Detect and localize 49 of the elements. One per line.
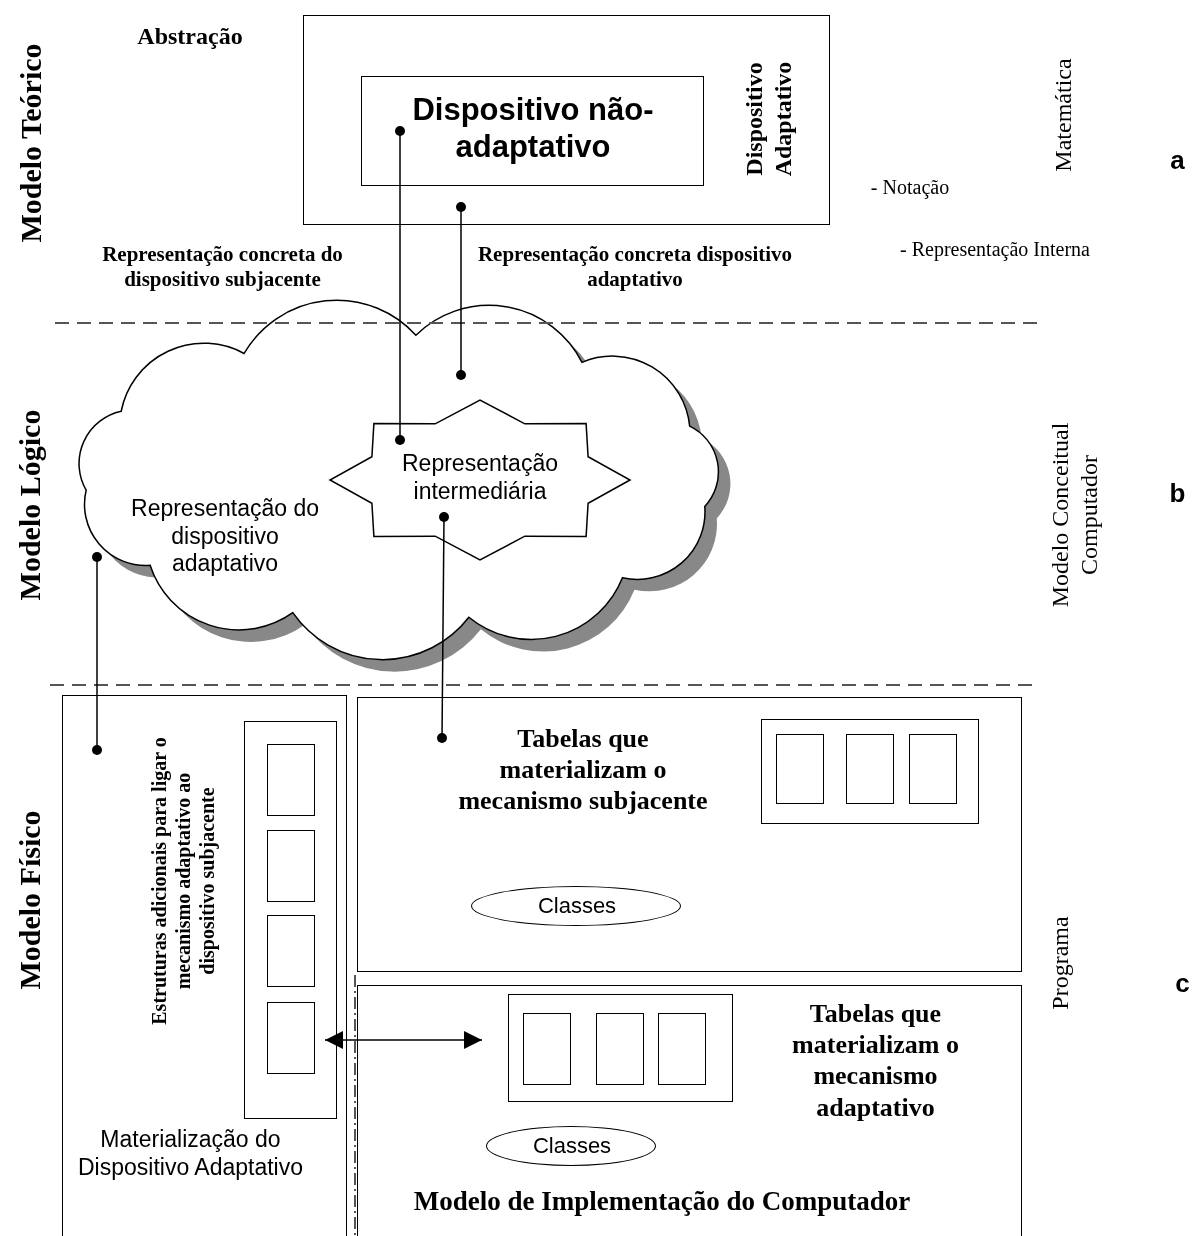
panel-letter: b	[1168, 478, 1187, 510]
empty-box	[244, 721, 337, 1119]
panel-box	[62, 695, 347, 1236]
empty-box	[267, 1002, 315, 1074]
leader-line	[437, 512, 449, 743]
panel-box	[357, 697, 1022, 972]
empty-box	[267, 830, 315, 902]
inner-box	[361, 76, 704, 186]
star-shape	[330, 400, 630, 560]
outer-box	[303, 15, 830, 225]
empty-box	[596, 1013, 644, 1085]
empty-box	[776, 734, 824, 804]
empty-box	[267, 915, 315, 987]
caption: Representação concreta do dispositivo subjacente	[101, 242, 344, 293]
leader-line	[92, 552, 102, 755]
class-label: Classes	[536, 893, 618, 920]
empty-box	[523, 1013, 571, 1085]
empty-box	[761, 719, 979, 824]
note: - Representação Interna	[899, 237, 1091, 261]
empty-box	[508, 994, 733, 1102]
leader-line	[456, 202, 466, 380]
leader-line	[395, 126, 405, 445]
node-label: Dispositivo não-adaptativo	[411, 91, 655, 166]
caption: Modelo de Implementação do Computador	[412, 1185, 912, 1218]
node-label: Representação do dispositivo adaptativo	[130, 495, 320, 578]
side-label: Matemática	[1048, 57, 1077, 174]
node-label: Materialização do Dispositivo Adaptativo	[78, 1126, 303, 1182]
side-label: Programa	[1045, 914, 1074, 1012]
panel-letter: a	[1169, 145, 1186, 177]
panel-letter: c	[1174, 968, 1191, 1000]
empty-box	[909, 734, 957, 804]
node-label: Representação intermediária	[401, 450, 559, 506]
empty-box	[846, 734, 894, 804]
heading: Abstração	[136, 22, 244, 51]
panel-box	[357, 985, 1022, 1236]
empty-box	[267, 744, 315, 816]
node-label: Tabelas que materializam o mecanismo adaptativo	[791, 998, 960, 1123]
caption: Representação concreta dispositivo adaptativo	[476, 242, 794, 293]
side-label: Modelo Lógico	[12, 408, 47, 603]
side-label: Modelo Teórico	[12, 41, 47, 245]
double-arrow	[324, 1031, 483, 1049]
side-label: Modelo Conceitual Computador	[1046, 421, 1103, 610]
class-label: Classes	[531, 1133, 613, 1160]
side-label: Modelo Físico	[12, 809, 47, 992]
note: - Notação	[869, 175, 951, 199]
empty-box	[658, 1013, 706, 1085]
node-label: Estruturas adicionais para ligar o mecanismo adaptativo ao dispositivo subjacente	[147, 736, 219, 1026]
node-label: Dispositivo Adaptativo	[740, 60, 797, 179]
node-label: Tabelas que materializam o mecanismo subjacente	[457, 723, 709, 817]
